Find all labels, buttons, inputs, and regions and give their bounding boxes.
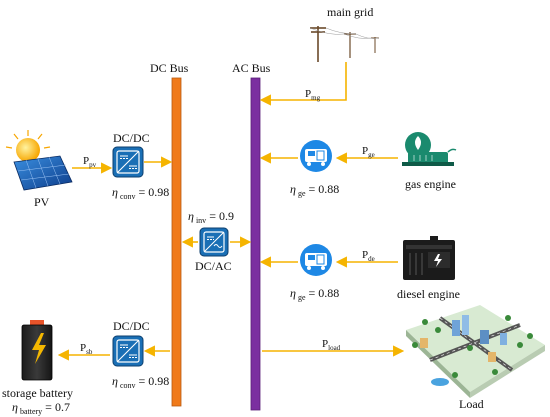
diesel-engine-icon: [403, 236, 455, 280]
gas-engine-label: gas engine: [405, 177, 456, 191]
dcac-inverter-icon: [199, 227, 229, 257]
dc-bus-label: DC Bus: [150, 61, 189, 75]
dcdc-top-converter-icon: [112, 146, 144, 178]
pv-label: PV: [34, 195, 50, 209]
dcdc-bottom-converter-icon: [112, 335, 144, 367]
p-load-label: Pload: [322, 338, 341, 352]
sun-icon: [5, 130, 51, 162]
p-mg-label: Pmg: [305, 88, 321, 102]
p-ge-label: Pge: [362, 145, 375, 159]
diesel-engine-label: diesel engine: [397, 287, 460, 301]
p-de-label: Pde: [362, 249, 375, 263]
dc-bus: [171, 77, 182, 407]
dcac-label: DC/AC: [195, 259, 232, 273]
generator-icon: [300, 244, 332, 276]
city-load-icon: [406, 305, 545, 398]
solar-panel-icon: [13, 155, 73, 191]
generator-icon: [300, 140, 332, 172]
p-sb-label: Psb: [80, 342, 93, 356]
p-mg-arrow: [259, 62, 347, 106]
gas-engine-icon: [402, 132, 457, 166]
p-pv-label: Ppv: [83, 155, 97, 169]
dcdc-bottom-label: DC/DC: [113, 319, 150, 333]
battery-icon: [21, 320, 53, 381]
load-label: Load: [459, 397, 484, 411]
dcdc-top-label: DC/DC: [113, 131, 150, 145]
ac-bus-label: AC Bus: [232, 61, 271, 75]
power-lines: [309, 27, 380, 39]
ac-bus: [250, 77, 261, 411]
storage-battery-label: storage battery: [2, 386, 73, 400]
main-grid-label: main grid: [327, 5, 373, 19]
